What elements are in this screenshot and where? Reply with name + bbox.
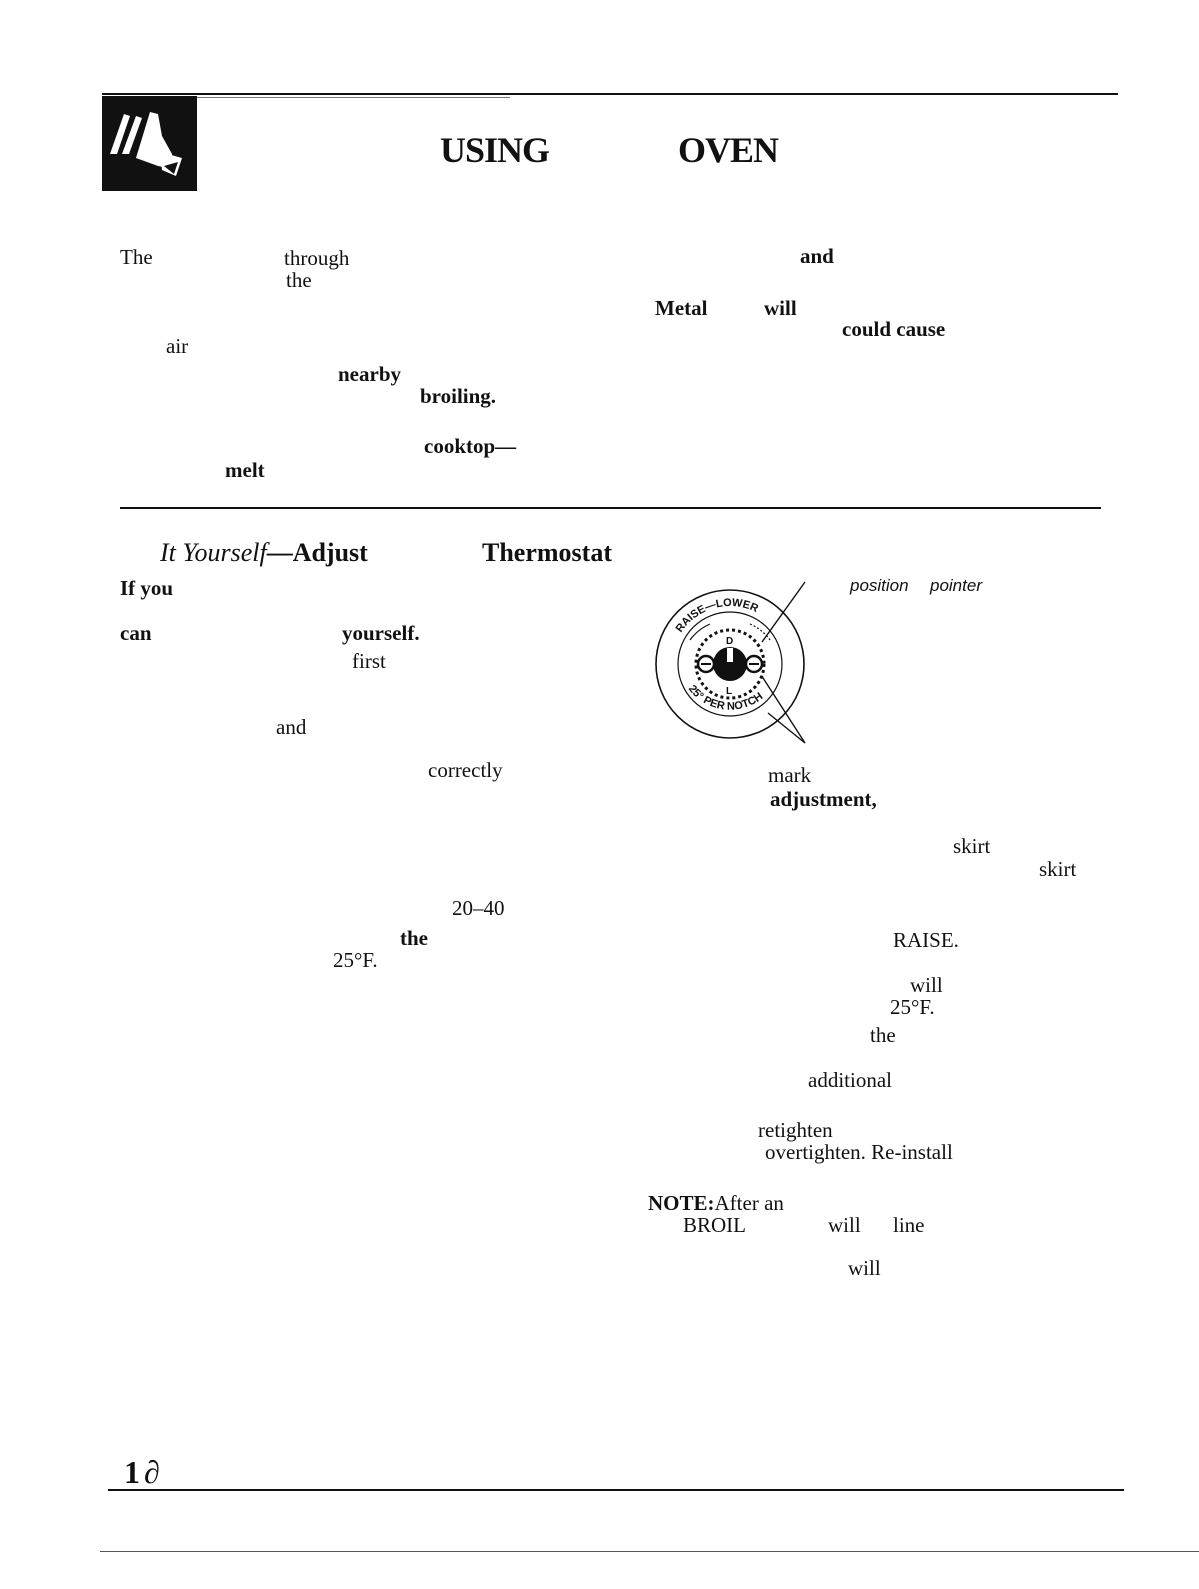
body-text: the bbox=[400, 926, 428, 950]
note-line: NOTE:After an bbox=[648, 1193, 784, 1214]
thermostat-dial-figure: RAISE—LOWER 25° PER NOTCH D L bbox=[655, 581, 806, 744]
hand-icon bbox=[102, 96, 197, 191]
body-text: the bbox=[870, 1023, 896, 1047]
body-text: will bbox=[910, 973, 943, 997]
hand-pressing-button-logo bbox=[102, 96, 197, 191]
intro-text: through bbox=[284, 246, 350, 270]
body-text: 20–40 bbox=[452, 896, 505, 920]
body-text: retighten bbox=[758, 1118, 833, 1142]
intro-text: melt bbox=[225, 458, 265, 482]
bottom-edge-rule bbox=[100, 1551, 1199, 1552]
note-label: NOTE: bbox=[648, 1191, 715, 1215]
dial-outer-ring bbox=[655, 589, 805, 739]
page-number: 1∂ bbox=[124, 1454, 164, 1490]
lower-arrow-icon bbox=[749, 623, 771, 641]
body-text: BROIL bbox=[683, 1213, 746, 1237]
footer-rule bbox=[108, 1489, 1124, 1491]
intro-text: broiling. bbox=[420, 384, 497, 408]
body-text: will bbox=[828, 1213, 861, 1237]
intro-text: The bbox=[120, 245, 153, 269]
screw-leader-line bbox=[767, 712, 806, 744]
body-text: line bbox=[893, 1213, 925, 1237]
body-text: overtighten. Re-install bbox=[765, 1140, 953, 1164]
raise-arrow-icon bbox=[689, 623, 711, 641]
intro-text: the bbox=[286, 268, 312, 292]
body-text: additional bbox=[808, 1068, 892, 1092]
header-rule bbox=[102, 93, 1118, 95]
section-heading-adjust: —Adjust bbox=[266, 538, 368, 567]
intro-text: will bbox=[764, 296, 797, 320]
body-text: skirt bbox=[1039, 857, 1077, 881]
body-text: 25°F. bbox=[333, 948, 378, 972]
body-text: RAISE. bbox=[893, 928, 959, 952]
intro-text: Metal bbox=[655, 296, 708, 320]
page-title-word-2: OVEN bbox=[678, 130, 779, 170]
note-text: After an bbox=[714, 1191, 784, 1215]
body-text: yourself. bbox=[342, 621, 420, 645]
body-text: skirt bbox=[953, 834, 991, 858]
intro-text: air bbox=[166, 334, 189, 358]
section-heading-italic: It Yourself bbox=[160, 538, 267, 567]
body-text: first bbox=[352, 649, 386, 673]
dial-ring-label-top: RAISE—LOWER bbox=[674, 597, 760, 635]
intro-text: nearby bbox=[338, 362, 401, 386]
figure-label-pointer: pointer bbox=[930, 576, 982, 595]
dial-inner-ring bbox=[677, 611, 783, 717]
intro-text: cooktop— bbox=[424, 434, 517, 458]
section-divider bbox=[120, 507, 1101, 509]
section-heading-thermostat: Thermostat bbox=[482, 538, 612, 567]
body-text: and bbox=[276, 715, 307, 739]
dial-center-knob bbox=[713, 647, 747, 681]
body-text: 25°F. bbox=[890, 995, 935, 1019]
intro-text: and bbox=[800, 244, 834, 268]
dial-mark-l: L bbox=[726, 686, 732, 697]
section-heading: It Yourself—Adjust bbox=[160, 540, 368, 566]
figure-label-position: position bbox=[850, 576, 909, 595]
body-text: correctly bbox=[428, 758, 503, 782]
page-title-word-1: USING bbox=[440, 130, 550, 170]
intro-text: could cause bbox=[842, 317, 946, 341]
body-text: will bbox=[848, 1256, 881, 1280]
header-rule-noise bbox=[110, 97, 510, 98]
body-text: can bbox=[120, 621, 152, 645]
body-text: adjustment, bbox=[770, 787, 877, 811]
dial-mark-d: D bbox=[726, 636, 733, 647]
body-text: If you bbox=[120, 576, 174, 600]
body-text: mark bbox=[768, 763, 812, 787]
